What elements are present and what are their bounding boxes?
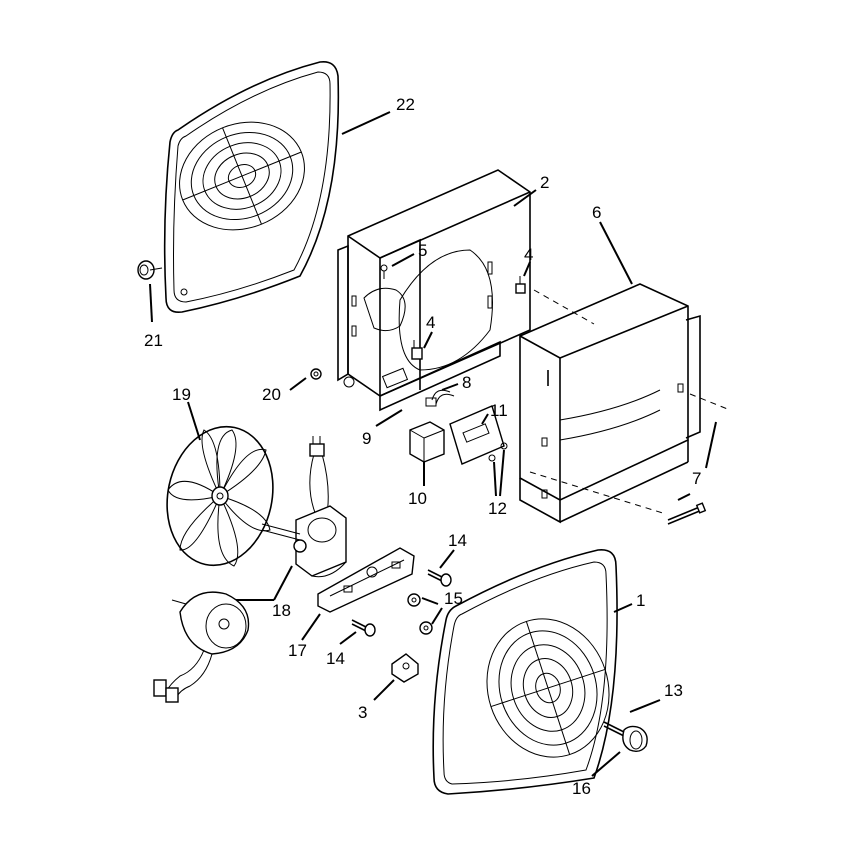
callout-9: 9 (362, 429, 371, 448)
callout-14b: 14 (326, 649, 345, 668)
housing (337, 169, 531, 412)
grille-rear (163, 60, 340, 314)
callout-14a: 14 (448, 531, 467, 550)
leader-13 (629, 699, 661, 713)
callout-4b: 4 (426, 313, 435, 332)
leader-4b (423, 331, 433, 349)
leader-9 (375, 409, 403, 427)
callout-17: 17 (288, 641, 307, 660)
leader-15a (421, 597, 439, 605)
leader-7a (677, 493, 691, 501)
callout-20: 20 (262, 385, 281, 404)
leader-3 (373, 679, 395, 701)
callout-13: 13 (664, 681, 683, 700)
screw-lower (351, 619, 376, 637)
alignment-line (533, 289, 595, 325)
leader-21 (149, 283, 153, 323)
callout-15: 15 (444, 589, 463, 608)
callout-21: 21 (144, 331, 163, 350)
leader-6 (599, 221, 633, 285)
leader-19 (187, 401, 201, 441)
plate-screws (488, 442, 508, 462)
alignment-line (529, 471, 667, 515)
bracket-clip-upper (515, 276, 526, 294)
receptacle (409, 421, 445, 463)
motor-assembly (261, 436, 347, 578)
bolt-sleeve (667, 502, 707, 525)
callout-19: 19 (172, 385, 191, 404)
leader-5 (391, 253, 415, 267)
nut-housing (310, 368, 322, 380)
leader-18b (273, 565, 293, 601)
grille-front (432, 549, 618, 795)
callout-1: 1 (636, 591, 645, 610)
grille-knob (137, 260, 163, 280)
fan-blade (166, 425, 274, 567)
callout-2: 2 (540, 173, 549, 192)
screw-upper (427, 569, 452, 587)
callout-12: 12 (488, 499, 507, 518)
leader-1 (613, 603, 633, 613)
callout-18: 18 (272, 601, 291, 620)
cover-plate (449, 405, 505, 465)
wire-harness (425, 389, 455, 407)
leader-8 (441, 383, 459, 391)
callout-10: 10 (408, 489, 427, 508)
leader-16 (591, 751, 621, 777)
leader-22 (341, 111, 391, 135)
leader-12a (493, 461, 497, 497)
callout-4a: 4 (524, 245, 533, 264)
motor-bracket (317, 547, 415, 613)
callout-3: 3 (358, 703, 367, 722)
callout-8: 8 (462, 373, 471, 392)
leader-4a (523, 261, 531, 277)
motor (153, 591, 250, 703)
callout-11: 11 (490, 401, 508, 420)
callout-7: 7 (692, 469, 701, 488)
callout-16: 16 (572, 779, 591, 798)
leader-15b (431, 607, 443, 625)
alignment-line (689, 393, 731, 411)
callout-5: 5 (418, 241, 427, 260)
wall-sleeve (519, 283, 701, 524)
leader-12b (499, 449, 505, 497)
leader-2 (513, 189, 537, 207)
leader-14b (339, 631, 357, 645)
leader-17 (301, 613, 321, 641)
knob (603, 721, 648, 753)
leader-11 (481, 413, 489, 425)
screw-housing (380, 264, 388, 279)
callout-22: 22 (396, 95, 415, 114)
clip (391, 653, 419, 683)
leader-20 (289, 377, 307, 391)
nuts (407, 593, 433, 635)
leader-7b (705, 421, 717, 469)
callout-6: 6 (592, 203, 601, 222)
leader-14a (439, 549, 455, 569)
bracket-clip-lower (411, 340, 423, 360)
